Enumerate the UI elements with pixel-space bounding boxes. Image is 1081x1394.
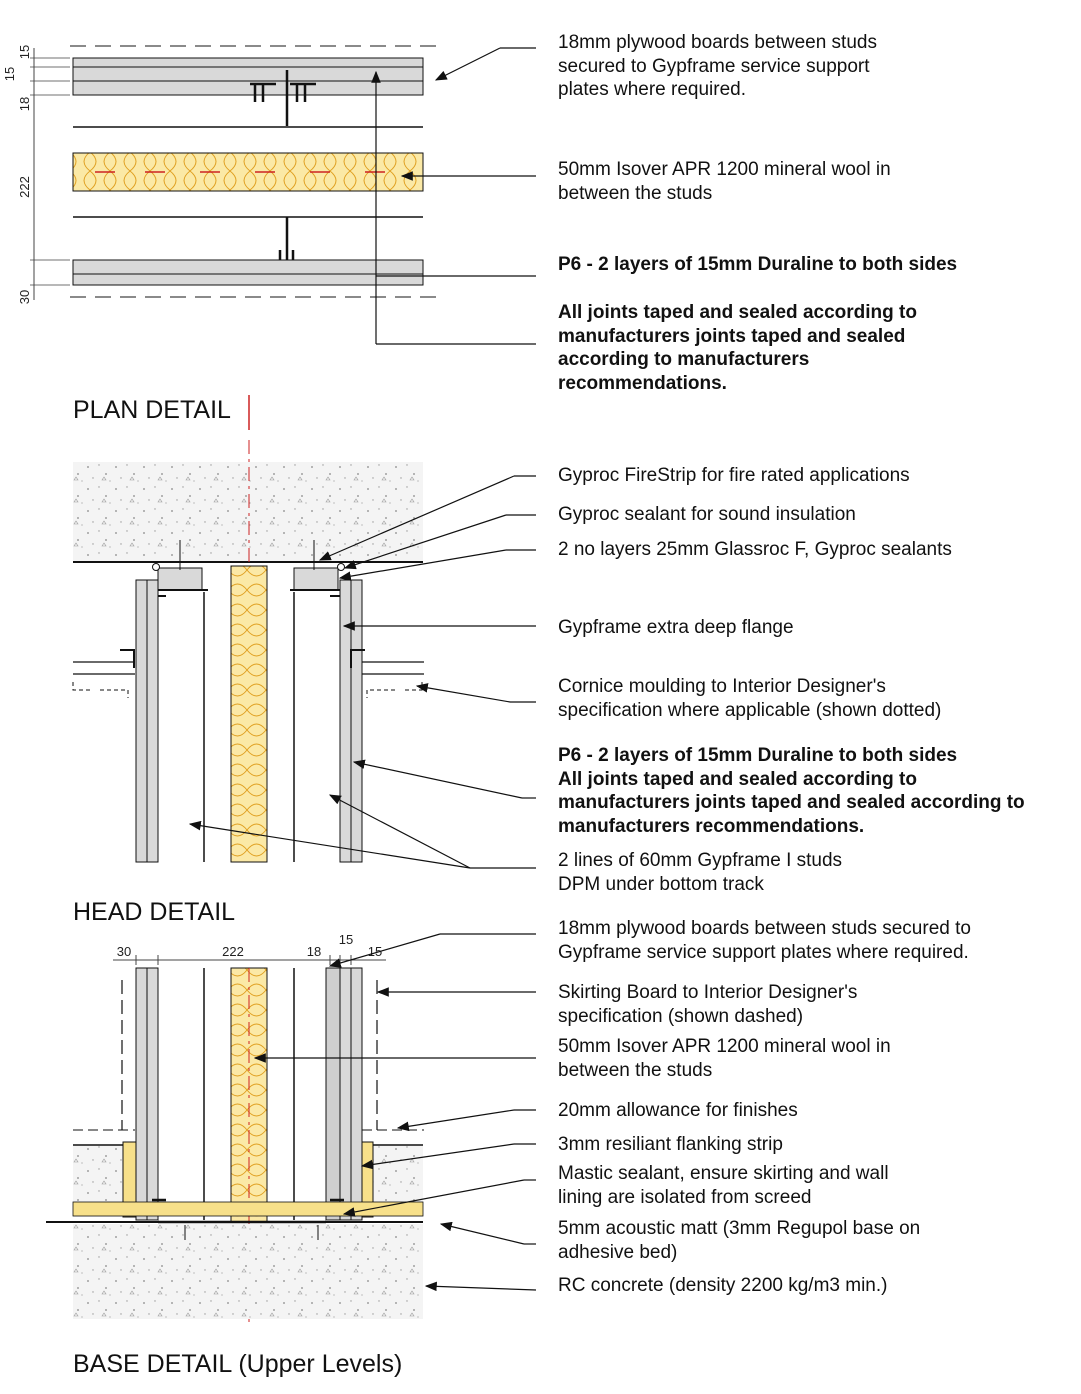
note-duraline-plan: P6 - 2 layers of 15mm Duraline to both s… xyxy=(558,253,1078,277)
plan-dim-3: 18 xyxy=(17,97,32,111)
note-firestrip: Gyproc FireStrip for fire rated applicat… xyxy=(558,464,1078,488)
note-deep-flange: Gypframe extra deep flange xyxy=(558,616,1078,640)
note-line: manufacturers joints taped and sealed xyxy=(558,325,906,347)
note-line: specification (shown dashed) xyxy=(558,1005,804,1027)
note-line: 18mm plywood boards between studs secure… xyxy=(558,918,971,939)
base-dim-2: 222 xyxy=(222,944,244,959)
note-line: 2 lines of 60mm Gypframe I studs xyxy=(558,850,843,871)
plan-dim-2: 15 xyxy=(2,67,17,81)
note-line: 50mm Isover APR 1200 mineral wool in xyxy=(558,1036,891,1057)
plan-dim-4: 222 xyxy=(17,176,32,198)
note-line: plates where required. xyxy=(558,79,746,100)
note-line: secured to Gypframe service support xyxy=(558,55,870,77)
note-line: Mastic sealant, ensure skirting and wall xyxy=(558,1163,889,1184)
note-line: 20mm allowance for finishes xyxy=(558,1100,798,1121)
plan-dim-5: 30 xyxy=(17,290,32,304)
base-detail-title: BASE DETAIL (Upper Levels) xyxy=(73,1350,403,1378)
note-duraline-head: P6 - 2 layers of 15mm Duraline to both s… xyxy=(558,744,1078,838)
note-line: 2 no layers 25mm Glassroc F, Gyproc seal… xyxy=(558,539,952,560)
note-line: recommendations. xyxy=(558,372,727,394)
note-line: 18mm plywood boards between studs xyxy=(558,32,877,53)
note-line: 5mm acoustic matt (3mm Regupol base on xyxy=(558,1218,921,1239)
note-line: 3mm resiliant flanking strip xyxy=(558,1134,783,1155)
base-dim-4: 15 xyxy=(339,932,353,947)
note-line: between the studs xyxy=(558,1059,713,1081)
note-concrete: RC concrete (density 2200 kg/m3 min.) xyxy=(558,1274,1078,1298)
note-joints-plan: All joints taped and sealed according to… xyxy=(558,301,1078,395)
note-mineral-wool-plan: 50mm Isover APR 1200 mineral wool in bet… xyxy=(558,158,1078,205)
note-finishes: 20mm allowance for finishes xyxy=(558,1099,1078,1123)
note-cornice: Cornice moulding to Interior Designer's … xyxy=(558,675,1078,722)
note-line: according to manufacturers xyxy=(558,349,810,370)
note-plywood-base: 18mm plywood boards between studs secure… xyxy=(558,917,1078,964)
note-line: specification where applicable (shown do… xyxy=(558,699,942,721)
note-plywood-plan: 18mm plywood boards between studs secure… xyxy=(558,31,1078,102)
note-line: manufacturers joints taped and sealed ac… xyxy=(558,792,1025,813)
note-line: Skirting Board to Interior Designer's xyxy=(558,982,858,1003)
note-line: Gypframe service support plates where re… xyxy=(558,941,969,963)
note-line: All joints taped and sealed according to xyxy=(558,302,917,323)
note-line: 50mm Isover APR 1200 mineral wool in xyxy=(558,159,891,180)
note-acoustic-matt: 5mm acoustic matt (3mm Regupol base on a… xyxy=(558,1217,1078,1264)
note-line: Cornice moulding to Interior Designer's xyxy=(558,676,886,697)
note-glassroc: 2 no layers 25mm Glassroc F, Gyproc seal… xyxy=(558,538,1078,562)
note-line: P6 - 2 layers of 15mm Duraline to both s… xyxy=(558,745,958,766)
note-line: All joints taped and sealed according to xyxy=(558,768,917,790)
note-line: Gypframe extra deep flange xyxy=(558,617,794,638)
plan-dim-1: 15 xyxy=(17,45,32,59)
head-detail xyxy=(72,395,536,869)
note-line: Gyproc sealant for sound insulation xyxy=(558,504,856,525)
note-i-studs: 2 lines of 60mm Gypframe I studs DPM und… xyxy=(558,849,1078,896)
note-line: Gyproc FireStrip for fire rated applicat… xyxy=(558,465,910,486)
base-dim-1: 30 xyxy=(117,944,131,959)
note-line: lining are isolated from screed xyxy=(558,1186,812,1208)
base-dim-3: 18 xyxy=(307,944,321,959)
note-skirting: Skirting Board to Interior Designer's sp… xyxy=(558,981,1078,1028)
base-dim-5: 15 xyxy=(368,944,382,959)
note-mineral-wool-base: 50mm Isover APR 1200 mineral wool in bet… xyxy=(558,1035,1078,1082)
head-detail-title: HEAD DETAIL xyxy=(73,898,236,926)
note-line: manufacturers recommendations. xyxy=(558,815,865,837)
note-sealant: Gyproc sealant for sound insulation xyxy=(558,503,1078,527)
plan-detail-title: PLAN DETAIL xyxy=(73,396,231,424)
note-line: DPM under bottom track xyxy=(558,873,764,895)
note-flanking-strip: 3mm resiliant flanking strip xyxy=(558,1133,1078,1157)
note-line: RC concrete (density 2200 kg/m3 min.) xyxy=(558,1275,888,1296)
note-line: P6 - 2 layers of 15mm Duraline to both s… xyxy=(558,254,958,275)
plan-detail: 15 15 18 222 30 xyxy=(2,45,536,345)
base-detail: 30 222 18 15 15 xyxy=(46,932,537,1322)
note-mastic: Mastic sealant, ensure skirting and wall… xyxy=(558,1162,1078,1209)
note-line: between the studs xyxy=(558,182,713,204)
note-line: adhesive bed) xyxy=(558,1241,678,1263)
